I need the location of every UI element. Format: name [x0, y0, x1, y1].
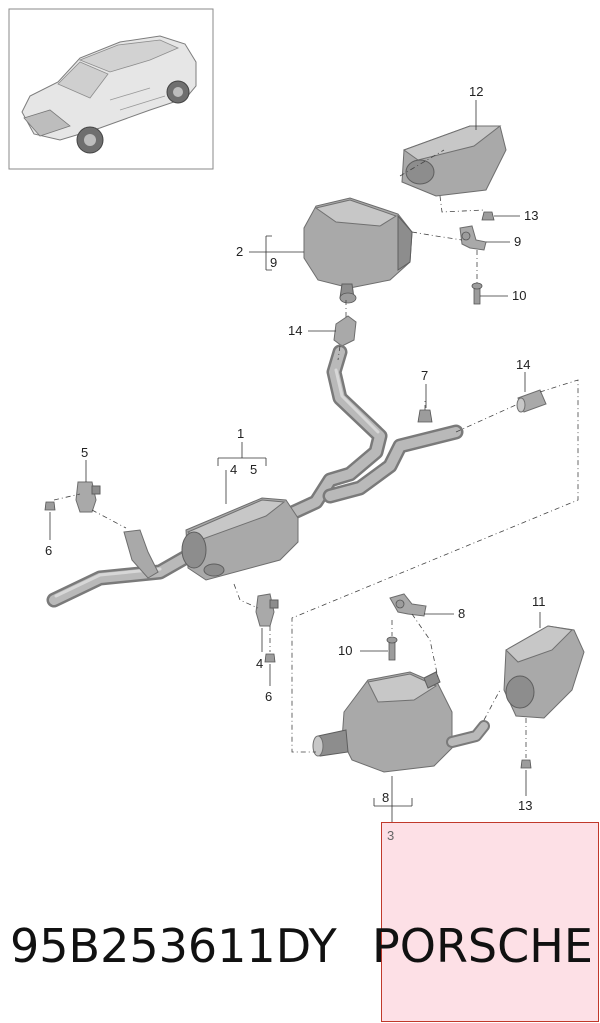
- nut-upper: [481, 211, 495, 221]
- exhaust-pipe-assembly: [46, 344, 464, 608]
- nut-mid: [264, 653, 276, 663]
- nut-lower: [520, 759, 532, 769]
- callout-4-bracket: 4: [230, 462, 238, 477]
- support-bracket: [123, 529, 159, 579]
- callout-10-upper: 10: [512, 288, 527, 303]
- assembly-lines: [53, 149, 579, 758]
- callout-9-bracket: 9: [270, 255, 278, 270]
- callout-5: 5: [81, 445, 89, 460]
- callout-13-lower: 13: [518, 798, 533, 813]
- callout-14-right: 14: [516, 357, 531, 372]
- bolt-lower: [386, 636, 398, 661]
- callout-1: 1: [237, 426, 245, 441]
- leader-lines: [49, 100, 541, 822]
- nut-center: [417, 409, 433, 423]
- rear-silencer-lower: [312, 671, 490, 773]
- hanger-bracket-mid: [255, 593, 279, 627]
- callout-5-bracket: 5: [250, 462, 258, 477]
- hanger-bracket-front: [75, 481, 101, 513]
- callout-8-lower: 8: [458, 606, 466, 621]
- callout-6-front: 6: [45, 543, 53, 558]
- tailpipe-tip-upper: [401, 125, 507, 197]
- highlighted-part-box: [381, 822, 599, 1022]
- part-number: 95B253611DY: [10, 919, 337, 973]
- clamp-right: [516, 389, 547, 413]
- hanger-bracket-lower: [389, 593, 427, 617]
- callout-8-bracket: 8: [382, 790, 390, 805]
- rear-silencer-upper: [303, 197, 413, 304]
- car-icon: [21, 35, 197, 154]
- callout-13-upper: 13: [524, 208, 539, 223]
- callout-9-upper: 9: [514, 234, 522, 249]
- tailpipe-tip-lower: [503, 625, 585, 719]
- callout-7: 7: [421, 368, 429, 383]
- bolt-upper: [471, 282, 483, 305]
- hanger-bracket-upper: [459, 225, 487, 251]
- callout-12: 12: [469, 84, 484, 99]
- callout-14-upper: 14: [288, 323, 303, 338]
- vehicle-thumbnail: [8, 8, 214, 170]
- brand-name: PORSCHE: [372, 919, 593, 973]
- callout-2: 2: [236, 244, 244, 259]
- center-silencer: [181, 497, 299, 581]
- callout-4: 4: [256, 656, 264, 671]
- callout-11: 11: [532, 594, 546, 609]
- clamp-upper: [333, 315, 357, 347]
- nut-front: [44, 501, 56, 511]
- callout-3: 3: [387, 828, 395, 843]
- callout-10-lower: 10: [338, 643, 353, 658]
- callout-6-mid: 6: [265, 689, 273, 704]
